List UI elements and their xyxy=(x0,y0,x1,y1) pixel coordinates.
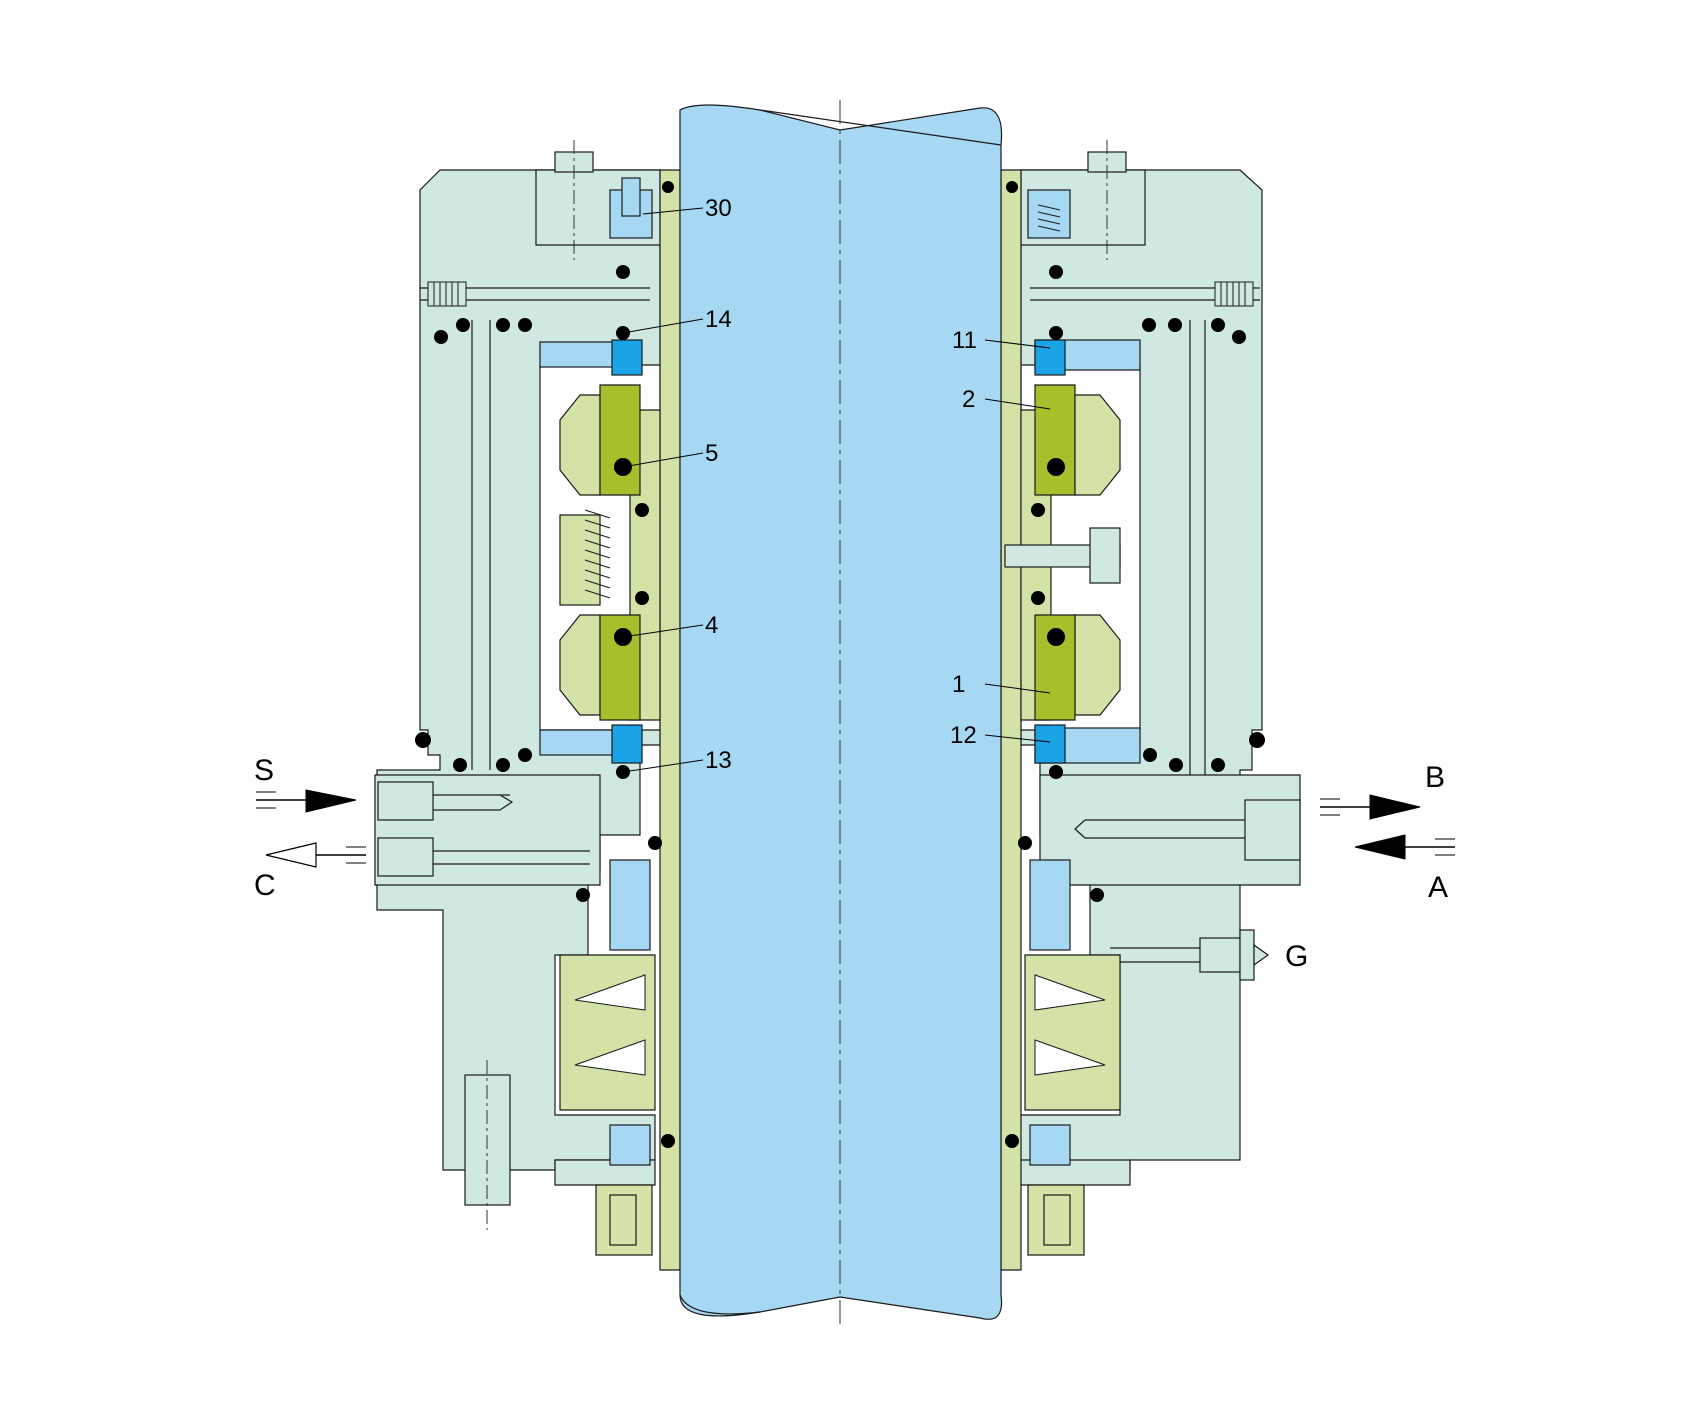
o-rings xyxy=(415,181,1265,1148)
port-label-b: B xyxy=(1425,761,1445,794)
callout-5: 5 xyxy=(705,440,718,467)
leader-lines xyxy=(622,207,1051,773)
shaft xyxy=(679,100,1003,1330)
flow-arrow-c xyxy=(265,842,366,868)
callout-11: 11 xyxy=(952,327,977,354)
flow-arrow-a xyxy=(1354,834,1455,860)
right-port-block xyxy=(1039,774,1301,981)
port-label-c: C xyxy=(254,869,276,902)
callout-1: 1 xyxy=(952,671,965,698)
flow-arrow-s xyxy=(256,789,357,813)
left-port-block xyxy=(374,774,601,886)
port-label-s: S xyxy=(254,754,274,787)
port-label-g: G xyxy=(1285,940,1308,973)
callout-12: 12 xyxy=(950,722,977,749)
callout-4: 4 xyxy=(705,612,718,639)
callout-13: 13 xyxy=(705,747,732,774)
callout-2: 2 xyxy=(962,386,975,413)
flow-arrow-b xyxy=(1320,794,1421,820)
port-label-a: A xyxy=(1428,871,1448,904)
callout-14: 14 xyxy=(705,306,732,333)
right-seal-internals xyxy=(1004,189,1141,1166)
callout-30: 30 xyxy=(705,195,732,222)
